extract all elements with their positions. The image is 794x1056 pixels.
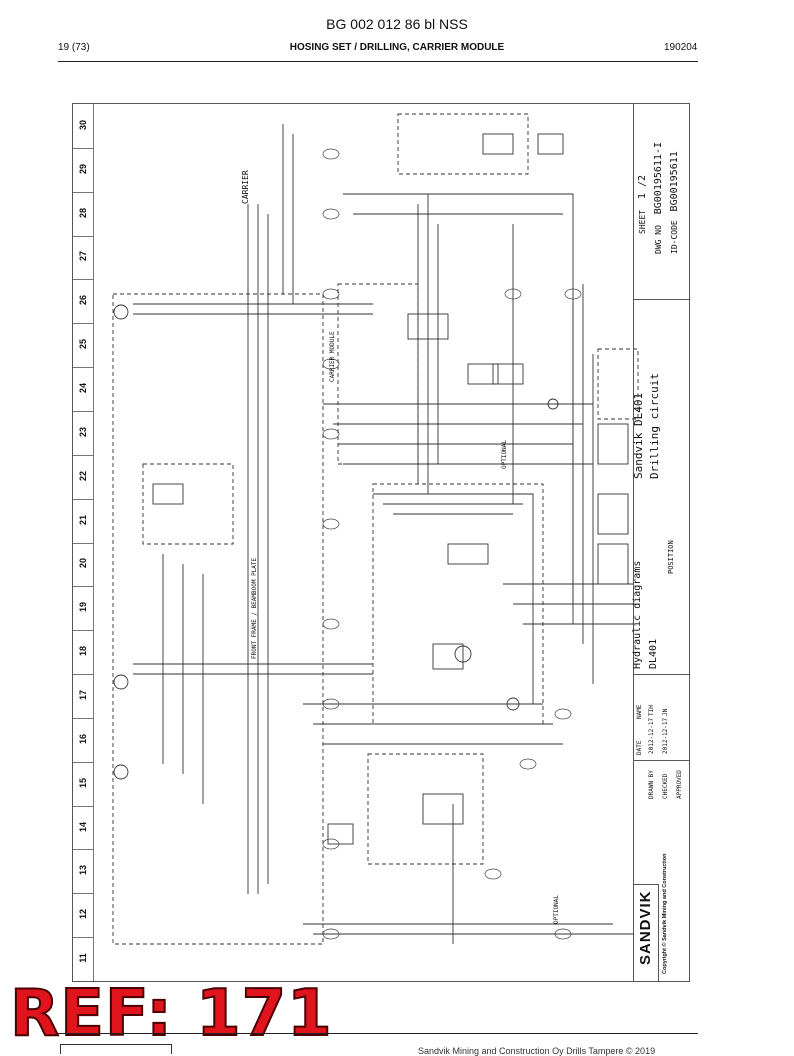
footer-text: Sandvik Mining and Construction Oy Drill…	[418, 1046, 656, 1056]
id-code: ID-CODE BG00195611	[669, 151, 680, 254]
dwg-number: DWG NO BG00195611-I	[653, 142, 664, 254]
approval-name: JN	[662, 708, 669, 716]
footer-rule	[58, 1033, 698, 1034]
sheet-label: SHEET	[638, 209, 647, 234]
product-label: DL401	[648, 638, 659, 669]
column-divider	[73, 630, 93, 632]
column-divider	[73, 279, 93, 281]
column-divider	[73, 937, 93, 939]
idcode-value: BG00195611	[669, 151, 680, 212]
dwg-no-label: DWG NO	[654, 225, 663, 254]
column-divider	[73, 367, 93, 369]
header-rule	[58, 61, 698, 62]
column-divider	[73, 717, 93, 719]
col-name: NAME	[636, 704, 643, 719]
doc-date: 190204	[664, 42, 698, 53]
revision-table	[634, 104, 690, 300]
column-divider	[73, 674, 93, 676]
reference-stamp: REF: 171	[9, 977, 333, 1051]
column-divider	[73, 761, 93, 763]
carrier-module-label: CARRIER MODULE	[329, 331, 336, 382]
approval-name: TIH	[648, 705, 655, 716]
carrier-label: CARRIER	[241, 170, 250, 204]
front-frame-label: FRONT FRAME / BEAMBOOM PLATE	[251, 557, 258, 659]
approval-role: CHECKED	[662, 773, 669, 799]
copyright-text: Copyright © Sandvik Mining and Construct…	[662, 853, 668, 974]
column-divider	[73, 586, 93, 588]
approval-date: 2012-12-17	[648, 717, 655, 754]
approval-table: NAME DATE	[634, 674, 690, 761]
sheet-number: SHEET 1 /2	[637, 175, 648, 234]
col-date: DATE	[636, 740, 643, 755]
page-number: 19 (73)	[58, 42, 90, 53]
column-divider	[73, 191, 93, 193]
column-divider	[73, 323, 93, 325]
column-divider	[73, 410, 93, 412]
column-divider	[73, 498, 93, 500]
section-title: HOSING SET / DRILLING, CARRIER MODULE	[289, 42, 505, 53]
hydraulic-schematic	[112, 113, 639, 945]
approval-role: APPROVED	[676, 770, 683, 799]
doc-title: BG 002 012 86 bl NSS	[326, 16, 468, 32]
circuit-title: Drilling circuit	[648, 373, 661, 479]
doc-type: Hydraulic diagrams	[632, 560, 643, 669]
column-divider	[73, 147, 93, 149]
column-divider	[73, 849, 93, 851]
dwg-no-value: BG00195611-I	[653, 142, 664, 215]
sandvik-logo: SANDVIK	[634, 884, 659, 982]
column-divider	[73, 893, 93, 895]
optional-label: OPTIONAL	[501, 440, 508, 469]
approval-role: DRAWN BY	[648, 770, 655, 799]
company-name: SANDVIK	[637, 890, 654, 965]
approval-date: 2012-12-17	[662, 717, 669, 754]
idcode-label: ID-CODE	[670, 220, 679, 254]
title-block: SHEET 1 /2 DWG NO BG00195611-I ID-CODE B…	[632, 104, 690, 982]
column-divider	[73, 235, 93, 237]
model-title: Sandvik DL401	[632, 392, 645, 479]
column-divider	[73, 542, 93, 544]
optional-label: OPTIONAL	[553, 895, 560, 924]
column-divider	[73, 454, 93, 456]
sheet-value: 1 /2	[637, 174, 648, 200]
column-divider	[73, 805, 93, 807]
footer-logo	[60, 1044, 172, 1054]
position-label: POSITION	[667, 540, 675, 574]
